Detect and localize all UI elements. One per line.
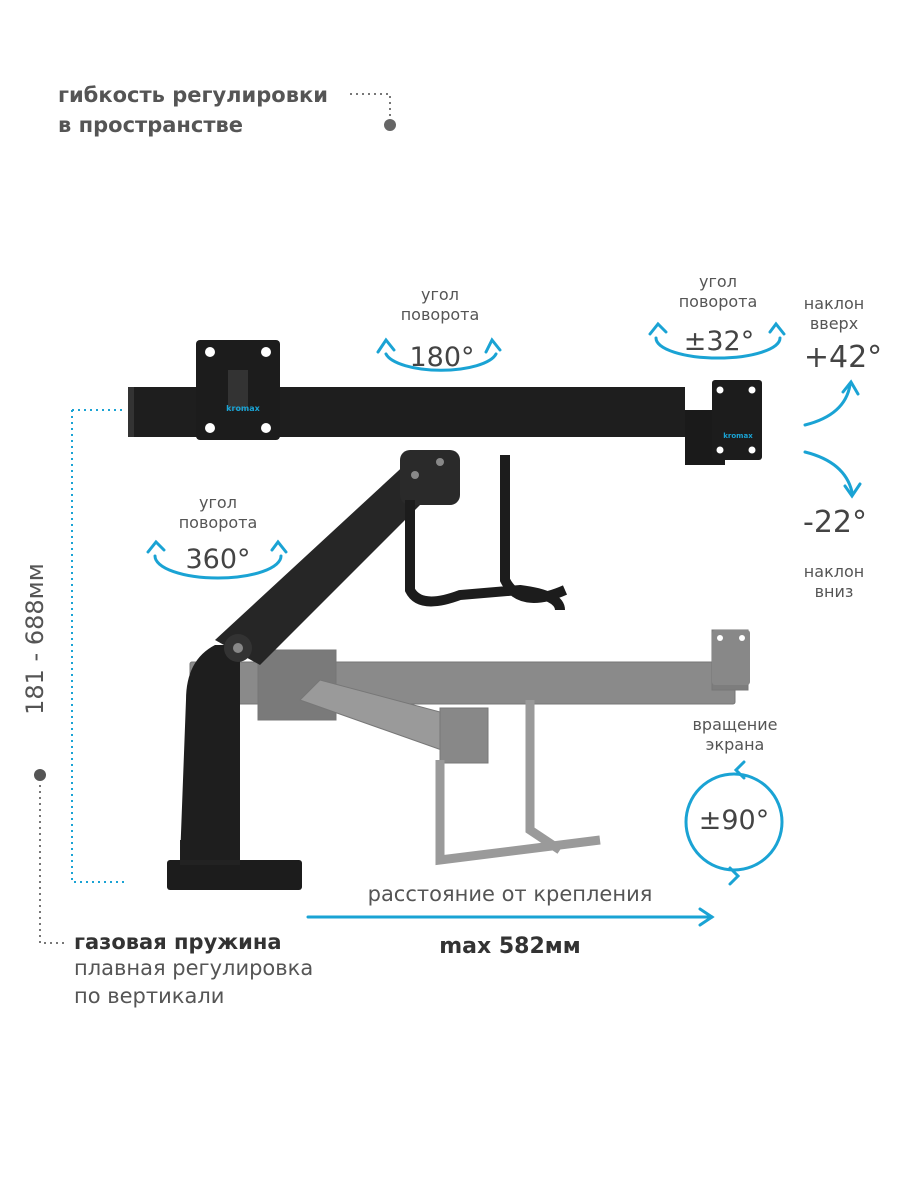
- tilt-up-value: +42°: [803, 340, 883, 375]
- gas-spring-title: газовая пружина: [74, 930, 282, 954]
- brand-logo-right: kromax: [723, 432, 753, 440]
- rotation-360-label: угол поворота: [158, 493, 278, 533]
- gas-spring-block: газовая пружина плавная регулировка по в…: [74, 930, 313, 1010]
- page-heading: гибкость регулировки в пространстве: [58, 80, 328, 140]
- gas-spring-line1: плавная регулировка: [74, 956, 314, 980]
- rotation-180-value: 180°: [409, 342, 475, 373]
- rotation-180-label-line2: поворота: [400, 305, 480, 324]
- gas-spring-line2: по вертикали: [74, 984, 225, 1008]
- vesa-plate-left: [196, 340, 280, 440]
- heading-connector: [350, 93, 391, 120]
- screen-rotation-label-line1: вращение: [692, 715, 778, 734]
- distance-label: расстояние от крепления: [367, 882, 653, 906]
- gas-spring-dot: [34, 769, 46, 781]
- height-guide: [71, 409, 128, 883]
- rotation-32-label-line1: угол: [699, 272, 737, 291]
- rotation-32-value: ±32°: [683, 326, 755, 357]
- brand-logo-left: kromax: [226, 404, 260, 413]
- rotation-360-value: 360°: [185, 544, 251, 575]
- gas-spring-connector: [39, 785, 68, 944]
- rotation-180-label-line1: угол: [421, 285, 459, 304]
- distance-arrow: [306, 907, 715, 927]
- rotation-32-label: угол поворота: [658, 272, 778, 312]
- tilt-up-label: наклон вверх: [795, 294, 873, 334]
- screen-rotation-value: ±90°: [698, 805, 770, 836]
- rotation-180-label: угол поворота: [380, 285, 500, 325]
- tilt-down-label-line1: наклон: [803, 562, 865, 581]
- rotation-360-icon: [146, 539, 288, 580]
- screen-rotation-label: вращение экрана: [680, 715, 790, 755]
- height-range-label: 181 - 688мм: [21, 563, 49, 715]
- tilt-down-label-line2: вниз: [814, 582, 854, 601]
- tilt-up-label-line1: наклон: [803, 294, 865, 313]
- ghost-mount: [189, 629, 749, 866]
- rotation-360-label-line1: угол: [199, 493, 237, 512]
- gas-spring-arm: [215, 450, 460, 665]
- heading-line1: гибкость регулировки: [58, 83, 328, 107]
- tilt-down-label: наклон вниз: [795, 562, 873, 602]
- rotation-360-label-line2: поворота: [178, 513, 258, 532]
- ghost-vesa-plate-right: [712, 630, 750, 685]
- heading-line2: в пространстве: [58, 113, 244, 137]
- tilt-up-icon: [803, 379, 860, 427]
- carry-handle: [405, 455, 568, 611]
- rotation-32-label-line2: поворота: [678, 292, 758, 311]
- rotation-180-icon: [376, 337, 502, 372]
- tilt-down-value: -22°: [803, 505, 867, 540]
- screen-rotation-icon: [684, 760, 784, 886]
- tilt-up-label-line2: вверх: [809, 314, 859, 333]
- mount-base: [167, 645, 302, 890]
- tilt-down-icon: [803, 450, 862, 499]
- heading-dot: [384, 119, 396, 131]
- distance-value: max 582мм: [439, 934, 581, 959]
- vesa-plate-right: [712, 380, 762, 460]
- screen-rotation-label-line2: экрана: [705, 735, 765, 754]
- rotation-32-icon: [648, 321, 786, 360]
